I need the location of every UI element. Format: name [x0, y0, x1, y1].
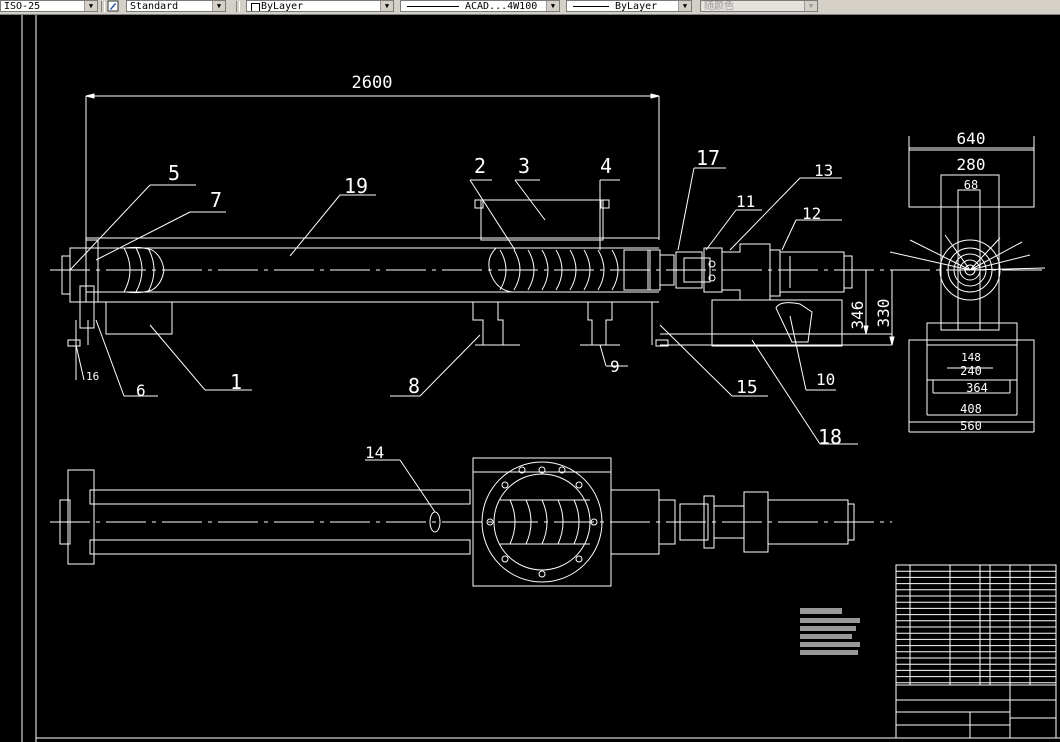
lineweight-value: ByLayer [615, 1, 658, 12]
technical-notes [800, 608, 860, 655]
title-block [895, 564, 1057, 739]
dim-280: 280 [957, 155, 986, 174]
balloon-9: 9 [610, 357, 620, 376]
balloon-10: 10 [816, 370, 835, 389]
layer-value: ByLayer [261, 1, 304, 12]
toolbar-separator [101, 1, 105, 12]
dim-408: 408 [960, 402, 982, 416]
properties-toolbar: ISO-25 ▼ Standard ▼ ByLayer ▼ ACAD...4W1… [0, 0, 1060, 15]
cad-drawing-canvas[interactable]: 2600 640 280 68 148 240 364 408 560 346 … [0, 15, 1060, 742]
balloon-leaders [69, 167, 858, 513]
balloon-4: 4 [600, 154, 612, 178]
balloon-11: 11 [736, 192, 755, 211]
linetype-dropdown[interactable]: ACAD...4W100 ▼ [400, 0, 560, 12]
dim-240: 240 [960, 364, 982, 378]
linetype-preview-icon [407, 6, 459, 7]
side-view [889, 136, 1046, 433]
chevron-down-icon[interactable]: ▼ [678, 1, 691, 11]
dim-640: 640 [957, 129, 986, 148]
balloon-1: 1 [230, 370, 242, 394]
balloon-7: 7 [210, 188, 222, 212]
toolbar-separator [236, 1, 240, 12]
lineweight-dropdown[interactable]: ByLayer ▼ [566, 0, 692, 12]
layer-dropdown[interactable]: ByLayer ▼ [246, 0, 394, 12]
balloon-8: 8 [408, 374, 420, 398]
chevron-down-icon[interactable]: ▼ [212, 1, 225, 11]
linetype-value: ACAD...4W100 [465, 1, 538, 12]
balloon-15: 15 [736, 377, 758, 398]
lineweight-preview-icon [573, 6, 609, 7]
text-style-value: Standard [130, 1, 179, 12]
part-balloons: 1 2 3 4 5 6 7 8 9 10 11 12 13 14 15 16 1… [86, 146, 842, 462]
balloon-6: 6 [136, 381, 146, 400]
dim-364: 364 [966, 381, 988, 395]
drawing-left-margin [0, 15, 22, 742]
dim-560: 560 [960, 419, 982, 433]
dim-330: 330 [874, 299, 893, 328]
layer-color-icon [251, 3, 260, 11]
balloon-19: 19 [344, 174, 368, 198]
balloon-12: 12 [802, 204, 821, 223]
dim-overall-length: 2600 [352, 73, 393, 93]
chevron-down-icon: ▼ [804, 1, 817, 11]
dimension-style-dropdown[interactable]: ISO-25 ▼ [0, 0, 98, 12]
text-style-icon[interactable] [107, 0, 119, 12]
balloon-13: 13 [814, 161, 833, 180]
plot-style-value: 随颜色 [704, 1, 734, 12]
dim-68: 68 [964, 178, 978, 192]
chevron-down-icon[interactable]: ▼ [546, 1, 559, 11]
dimension-texts: 2600 640 280 68 148 240 364 408 560 346 … [352, 73, 988, 433]
balloon-2: 2 [474, 154, 486, 178]
balloon-17: 17 [696, 146, 720, 170]
dim-148: 148 [961, 351, 981, 364]
plot-style-dropdown: 随颜色 ▼ [700, 0, 818, 12]
balloon-14: 14 [365, 443, 384, 462]
text-style-dropdown[interactable]: Standard ▼ [126, 0, 226, 12]
balloon-3: 3 [518, 154, 530, 178]
balloon-5: 5 [168, 161, 180, 185]
balloon-18: 18 [818, 425, 842, 449]
front-view [50, 93, 1045, 380]
chevron-down-icon[interactable]: ▼ [84, 1, 97, 11]
chevron-down-icon[interactable]: ▼ [380, 1, 393, 11]
top-view [50, 457, 892, 587]
dim-346: 346 [848, 301, 867, 330]
dimension-style-value: ISO-25 [4, 1, 41, 12]
balloon-16: 16 [86, 370, 99, 383]
